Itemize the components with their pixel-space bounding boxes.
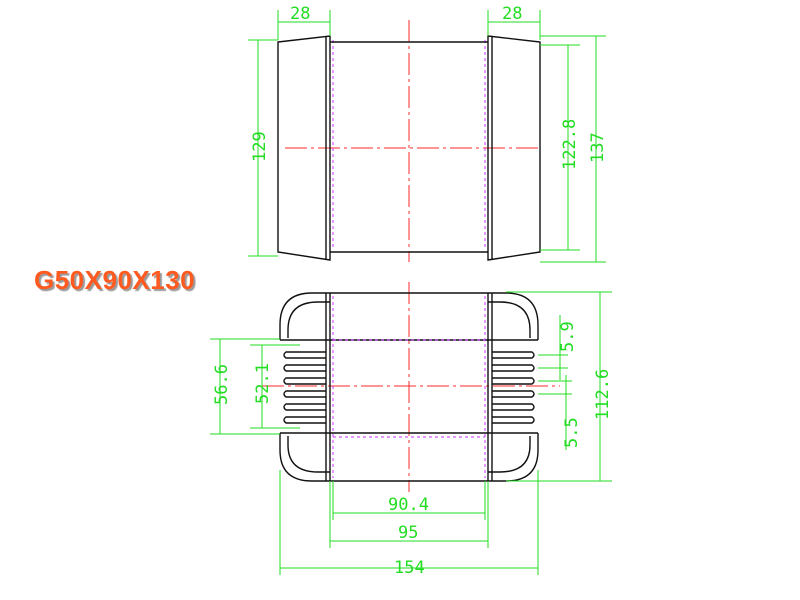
bottom-outline-right-top — [488, 292, 539, 340]
dim-height-total-bottom: 112.6 — [593, 369, 613, 420]
bottom-view: 56.6 52.1 5.9 5.5 112.6 90.4 95 — [210, 282, 613, 578]
dim-slot-pitch: 5.9 — [558, 321, 578, 352]
left-slot — [283, 390, 326, 398]
top-flange-right — [487, 35, 541, 261]
top-flange-left — [277, 35, 331, 261]
right-slot — [492, 416, 535, 424]
right-slot — [492, 390, 535, 398]
bottom-outline-right-bottom-inner — [488, 436, 531, 473]
bottom-outline-left-bottom — [279, 433, 330, 482]
left-slot — [283, 364, 326, 372]
bottom-outline-right-top-inner — [488, 301, 531, 338]
dim-width-total: 154 — [394, 558, 425, 578]
dim-height-inner: 122.8 — [560, 119, 580, 170]
right-slot — [492, 364, 535, 372]
left-slot — [283, 416, 326, 424]
left-slot — [283, 377, 326, 385]
dim-height-total: 137 — [588, 132, 608, 163]
right-slot — [492, 377, 535, 385]
top-view: 28 28 129 122.8 137 — [248, 4, 608, 263]
bottom-outline-left-bottom-inner — [287, 436, 330, 473]
dim-width-mid: 95 — [398, 523, 418, 543]
dim-slot-span-inner: 52.1 — [253, 363, 273, 404]
bottom-outline-left-top-inner — [287, 301, 330, 338]
dim-flange-width-left: 28 — [290, 4, 310, 24]
dim-height-outer: 129 — [250, 131, 270, 162]
right-slot — [492, 403, 535, 411]
right-slot-group — [488, 339, 538, 434]
dim-slot-width: 5.5 — [562, 417, 582, 448]
dim-slot-span: 56.6 — [212, 364, 232, 405]
bottom-outline-left-top — [279, 292, 330, 340]
left-slot-group — [280, 339, 330, 434]
dim-flange-width-right: 28 — [502, 4, 522, 24]
left-slot — [283, 351, 326, 359]
part-number-title: G50X90X130 — [34, 265, 196, 295]
right-slot — [492, 351, 535, 359]
dim-width-inner: 90.4 — [388, 495, 429, 515]
left-slot — [283, 403, 326, 411]
